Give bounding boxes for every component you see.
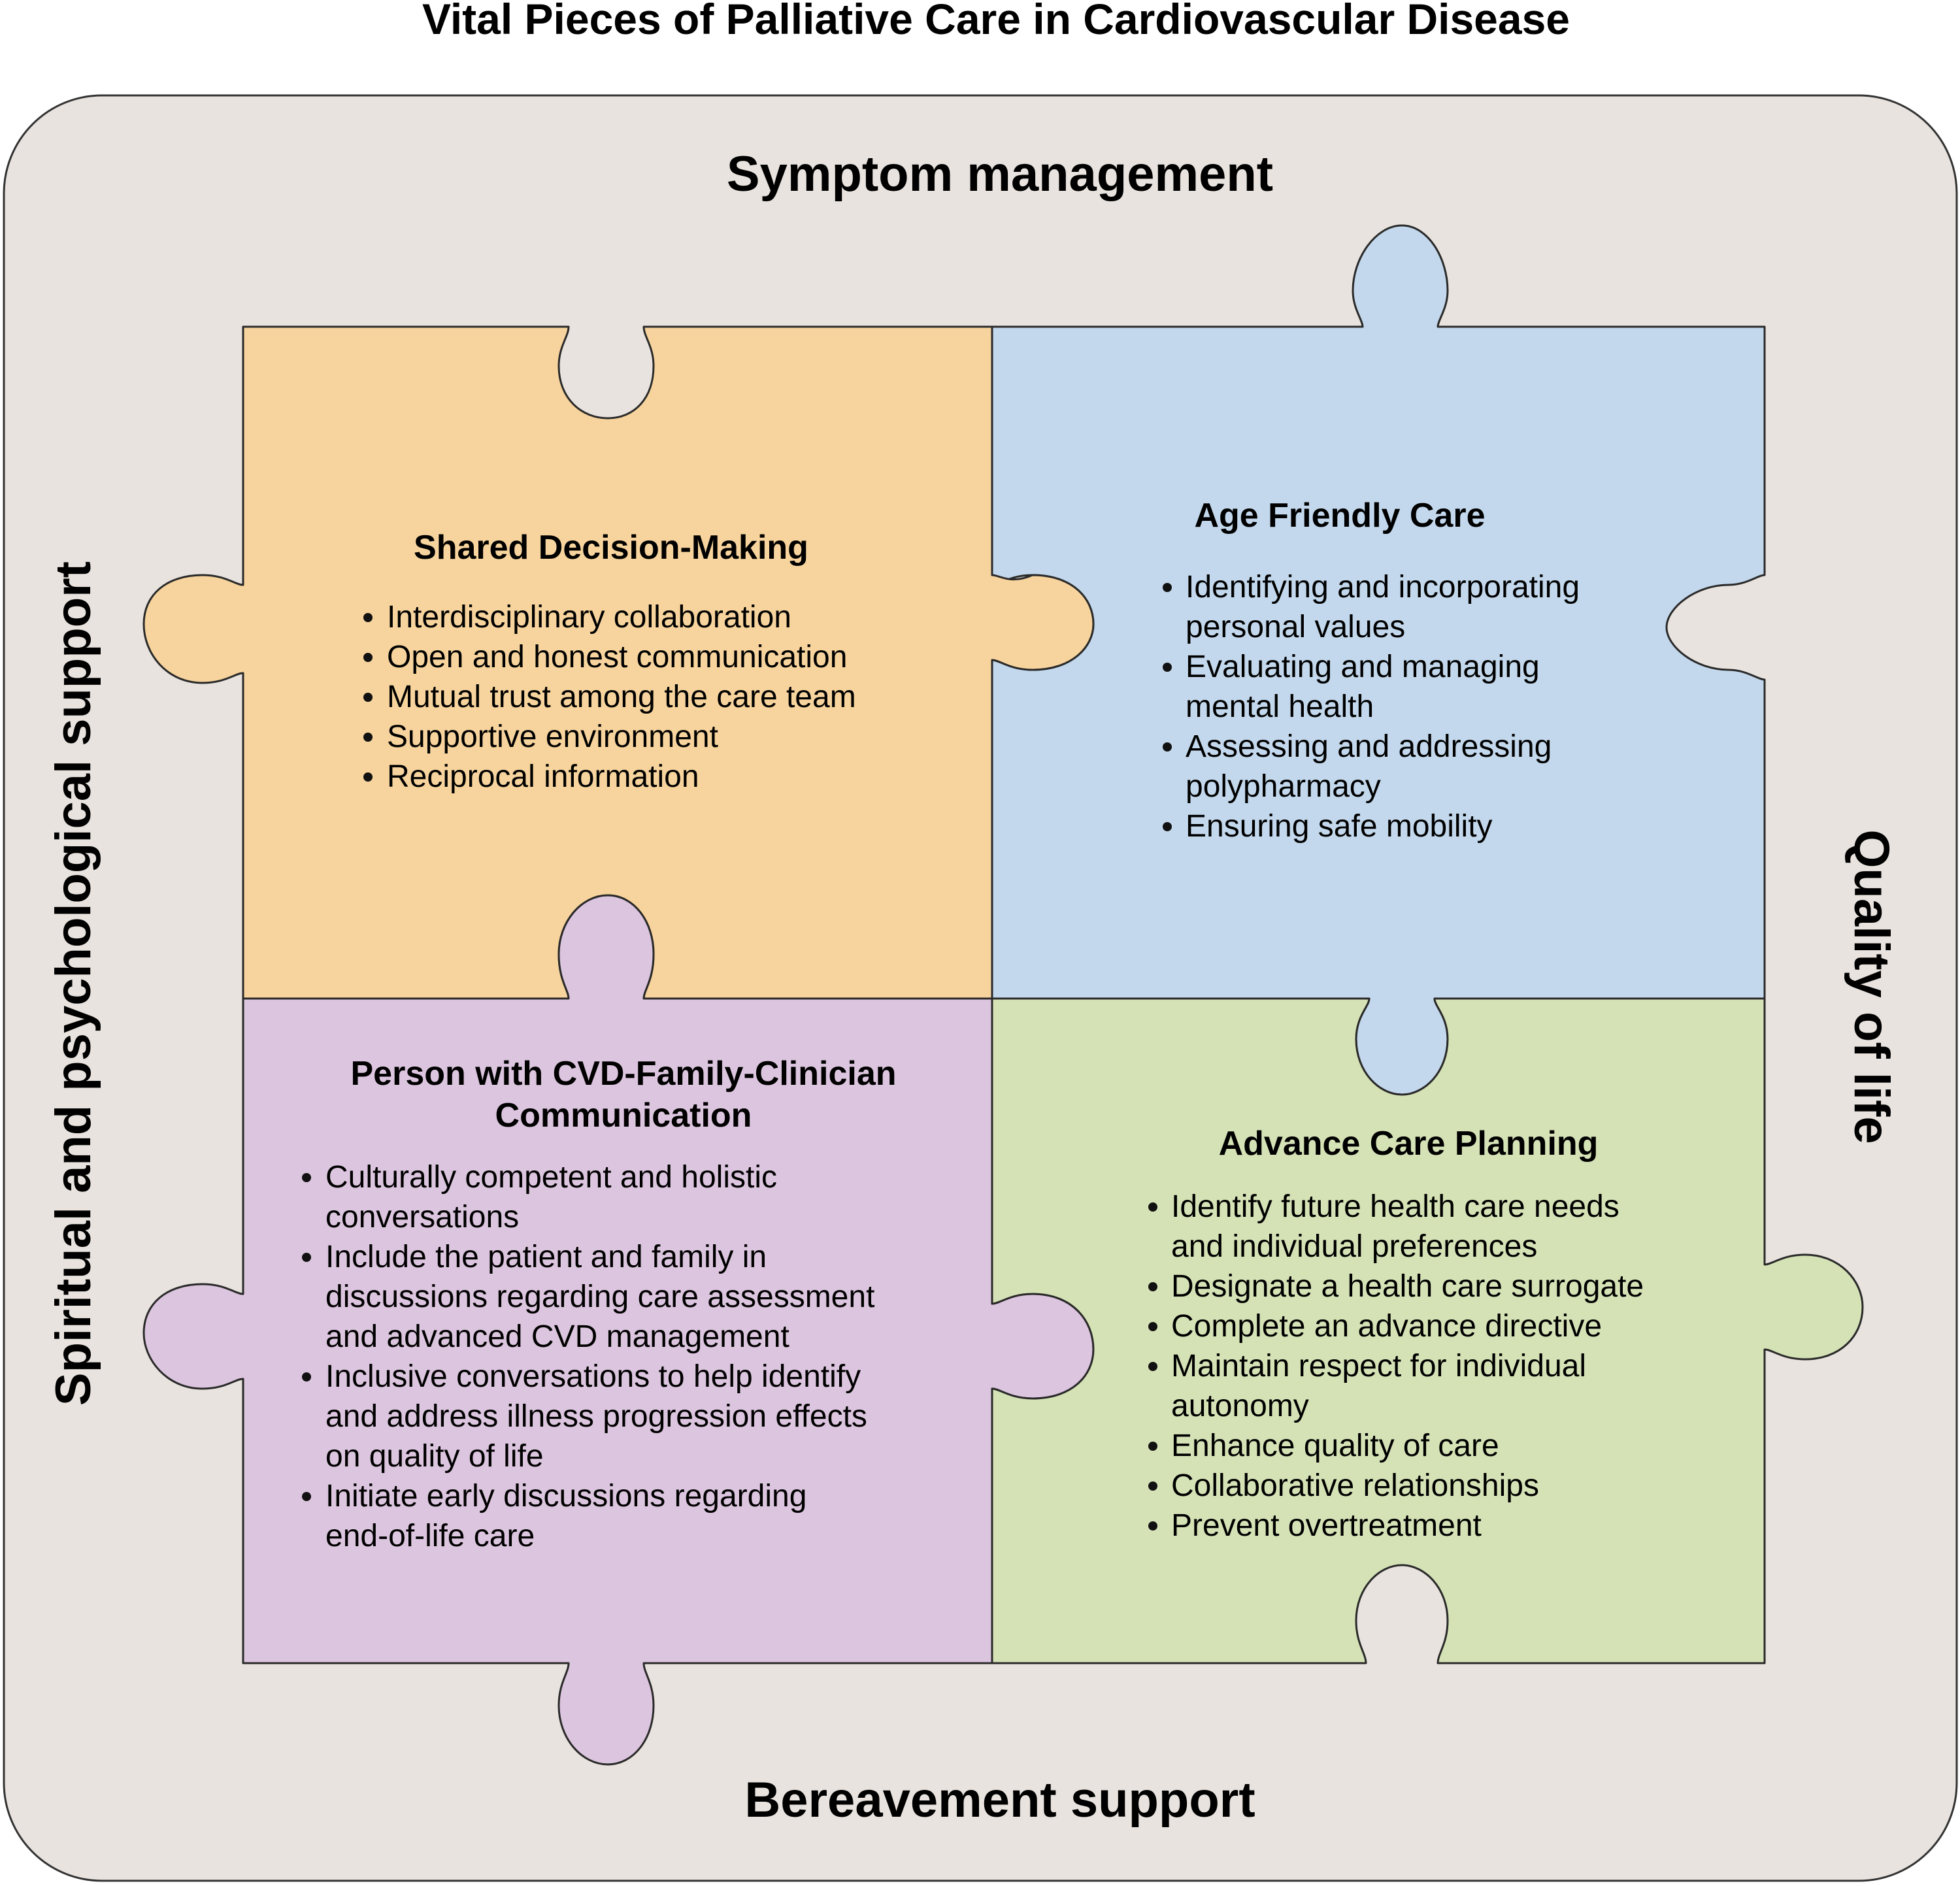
puzzle-piece-advance-care-planning: [991, 997, 1864, 1664]
person-bullet-dot: [302, 1173, 311, 1182]
shared-bullet-text: Supportive environment: [387, 720, 718, 754]
person-bullet-text: and address illness progression effects: [325, 1399, 867, 1434]
person-bullet-text: discussions regarding care assessment: [325, 1280, 874, 1314]
age-bullet-list: Identifying and incorporating personal va…: [1163, 570, 1580, 844]
shared-bullet-text: Interdisciplinary collaboration: [387, 600, 791, 635]
age-bullet-text: Identifying and incorporating: [1186, 570, 1580, 604]
advance-bullet-text: Enhance quality of care: [1171, 1429, 1499, 1463]
age-bullet-dot: [1163, 663, 1172, 672]
shared-bullet-dot: [363, 653, 373, 662]
advance-bullet-text: autonomy: [1171, 1389, 1309, 1423]
advance-bullet-dot: [1148, 1481, 1157, 1491]
age-title: Age Friendly Care: [1194, 497, 1485, 535]
frame-label-right: Quality of life: [1844, 829, 1899, 1144]
advance-bullet-text: and individual preferences: [1171, 1229, 1537, 1264]
advance-title: Advance Care Planning: [1219, 1125, 1599, 1163]
person-bullet-text: Culturally competent and holistic: [325, 1160, 777, 1195]
advance-bullet-dot: [1148, 1282, 1157, 1291]
person-bullet-text: Include the patient and family in: [325, 1240, 767, 1274]
person-title-line-1: Person with CVD-Family-Clinician: [350, 1055, 896, 1093]
person-bullet-text: and advanced CVD management: [325, 1319, 789, 1354]
shared-bullet-dot: [363, 733, 373, 742]
person-bullet-text: Initiate early discussions regarding: [325, 1479, 806, 1514]
age-bullet-text: Evaluating and managing: [1186, 650, 1540, 684]
advance-bullet-list: Identify future health care needs and ind…: [1148, 1189, 1644, 1543]
age-bullet-dot: [1163, 583, 1172, 592]
shared-bullet-dot: [363, 693, 373, 702]
advance-bullet-dot: [1148, 1521, 1157, 1530]
advance-bullet-text: Identify future health care needs: [1171, 1189, 1619, 1224]
advance-bullet-text: Designate a health care surrogate: [1171, 1269, 1644, 1304]
person-bullet-dot: [302, 1253, 311, 1262]
advance-bullet-dot: [1148, 1202, 1157, 1212]
shared-bullet-text: Open and honest communication: [387, 640, 847, 674]
frame-label-bottom: Bereavement support: [744, 1772, 1255, 1828]
advance-bullet-dot: [1148, 1442, 1157, 1451]
person-bullet-text: end-of-life care: [325, 1519, 535, 1553]
person-bullet-dot: [302, 1492, 311, 1501]
age-bullet-dot: [1163, 822, 1172, 831]
shared-bullet-text: Mutual trust among the care team: [387, 680, 856, 714]
shared-title: Shared Decision-Making: [414, 529, 808, 567]
person-bullet-list: Culturally competent and holistic convers…: [302, 1160, 874, 1553]
shared-bullet-text: Reciprocal information: [387, 759, 699, 794]
diagram-title: Vital Pieces of Palliative Care in Cardi…: [422, 0, 1570, 43]
advance-bullet-dot: [1148, 1322, 1157, 1331]
advance-bullet-text: Prevent overtreatment: [1171, 1508, 1482, 1543]
age-bullet-dot: [1163, 742, 1172, 752]
shared-bullet-dot: [363, 613, 373, 622]
frame-label-left: Spiritual and psychological support: [46, 561, 101, 1406]
age-bullet-text: mental health: [1186, 689, 1374, 724]
age-bullet-text: Ensuring safe mobility: [1186, 809, 1493, 844]
person-bullet-text: on quality of life: [325, 1439, 544, 1474]
advance-bullet-text: Maintain respect for individual: [1171, 1349, 1586, 1383]
age-bullet-text: personal values: [1186, 610, 1405, 644]
advance-bullet-dot: [1148, 1362, 1157, 1371]
person-bullet-text: conversations: [325, 1200, 519, 1234]
frame-label-top: Symptom management: [727, 146, 1273, 202]
age-bullet-text: Assessing and addressing: [1186, 729, 1552, 764]
person-title-line-2: Communication: [495, 1097, 752, 1134]
person-bullet-dot: [302, 1372, 311, 1381]
shared-bullet-dot: [363, 772, 373, 782]
advance-bullet-text: Collaborative relationships: [1171, 1468, 1539, 1503]
person-bullet-text: Inclusive conversations to help identify: [325, 1359, 861, 1394]
age-bullet-text: polypharmacy: [1186, 769, 1381, 804]
advance-bullet-text: Complete an advance directive: [1171, 1309, 1602, 1344]
